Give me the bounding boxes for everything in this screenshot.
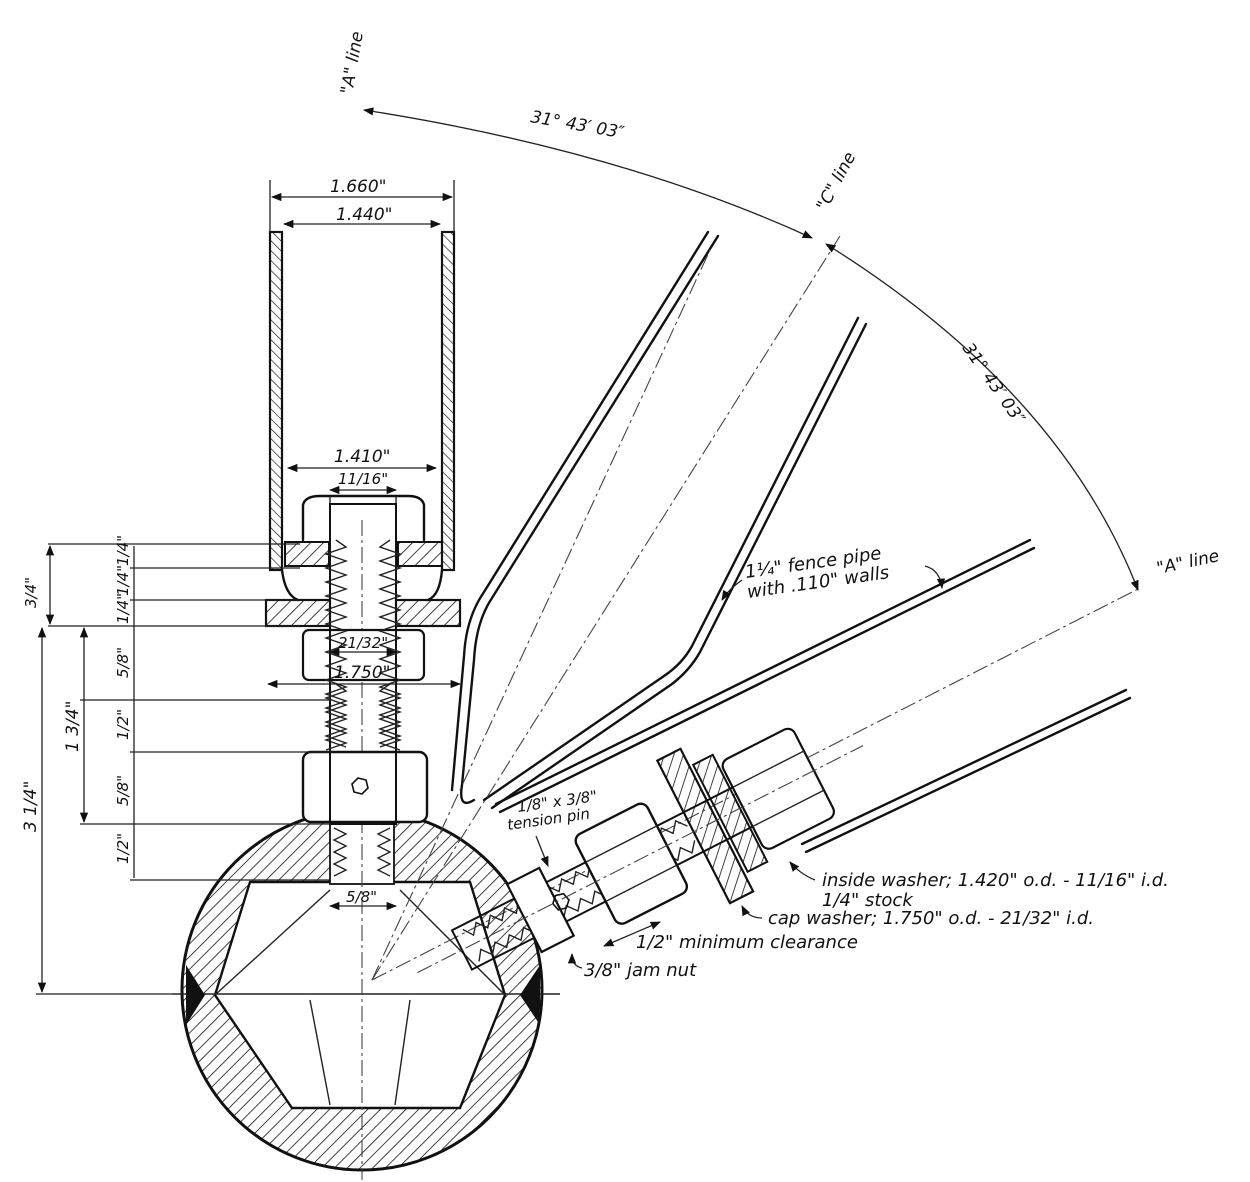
inner-nut (301, 494, 426, 542)
leader-fence-pipe-2 (924, 565, 946, 590)
angle-arcs (362, 107, 1139, 591)
leader-clearance (603, 921, 661, 947)
label-span-total: 3 1/4" (21, 781, 41, 832)
label-a-line-top: "A" line (337, 30, 368, 96)
angled-pipes (371, 230, 1141, 981)
label-pipe-id: 1.440" (336, 205, 393, 225)
pipe-dimensions (266, 180, 462, 911)
pipe-wall-left (268, 230, 284, 572)
bore-line-3 (309, 999, 331, 1106)
rod-threads-left (323, 539, 349, 751)
coupling-nut (301, 750, 429, 824)
label-quarter-2: 1/4" (114, 565, 132, 596)
label-c-line: "C" line (813, 149, 861, 215)
label-angle-lower: 31° 43′ 03″ (958, 339, 1029, 428)
label-outer-top: 3/4" (22, 577, 40, 608)
label-quarter-1: 1/4" (114, 535, 132, 566)
label-quarter-3: 1/4" (114, 593, 132, 624)
label-coupler: 5/8" (114, 775, 132, 806)
lower-pipe-wall-top (498, 546, 1036, 814)
ball-top-threads (332, 827, 392, 877)
a-line-centerline (371, 587, 1141, 981)
ball-hub (172, 520, 560, 1180)
arc-upper (362, 107, 813, 239)
label-nut-height: 5/8" (114, 647, 132, 678)
c-line-centerline (371, 235, 841, 981)
label-clearance: 1/2" minimum clearance (636, 932, 858, 953)
leader-inside-washer (789, 861, 816, 881)
inner-nut-flat-a (732, 750, 805, 788)
upper-pipe-inner-wall-2 (482, 316, 860, 802)
weld-left (186, 965, 205, 1025)
inside-washer-right (397, 541, 443, 567)
label-cap-id: 21/32" (338, 634, 388, 652)
label-washer-id: 11/16" (338, 470, 388, 488)
leader-fence-pipe (721, 579, 743, 601)
label-washer-od: 1.410" (334, 447, 391, 467)
leader-tension-pin (535, 835, 549, 867)
cap-washer-right (394, 598, 462, 628)
tension-pin-hole-vertical (351, 777, 369, 795)
stack-dimensions (36, 543, 330, 995)
angled-bolt-assembly (417, 727, 864, 974)
label-bottom-gap: 1/2" (114, 833, 132, 864)
bore-line-4 (394, 999, 411, 1106)
label-cap-od: 1.750" (334, 663, 391, 683)
callout-leaders (535, 565, 946, 969)
label-pipe-od: 1.660" (330, 177, 387, 197)
label-span-mid: 1 3/4" (63, 701, 83, 752)
label-inside-washer-2: 1/4" stock (822, 890, 914, 911)
vertical-assembly (264, 230, 462, 825)
leader-cap-washer (741, 905, 763, 919)
upper-pipe-outer-wall (460, 234, 720, 805)
tension-pin-hole-angled (551, 892, 570, 911)
inside-washer-left (284, 541, 330, 567)
label-cap-washer: cap washer; 1.750" o.d. - 21/32" i.d. (768, 908, 1094, 929)
angled-nut-flat-1 (585, 825, 658, 863)
label-a-line-right: "A" line (1155, 546, 1221, 579)
bore-line-1 (214, 889, 331, 996)
upper-pipe-outer-wall-inner (450, 230, 710, 792)
weld-right (520, 965, 540, 1025)
angled-nut-flat-2 (605, 864, 678, 903)
lower-pipe-wall-bottom-2 (800, 688, 1128, 846)
inner-nut-flat-b (752, 789, 825, 828)
leader-jam-nut (567, 952, 583, 969)
pipe-centerline-upper (371, 249, 711, 981)
lower-pipe-wall-bottom (804, 696, 1132, 854)
pipe-wall-right (440, 230, 456, 572)
angled-bolt-centerline (417, 745, 864, 974)
label-inside-washer-1: inside washer; 1.420" o.d. - 11/16" i.d. (822, 870, 1169, 891)
upper-pipe-inner-wall (490, 322, 868, 810)
label-jam-nut: 3/8" jam nut (584, 960, 697, 981)
rod-threads-right (377, 539, 403, 751)
label-rod: 5/8" (346, 888, 377, 906)
cap-washer-left (264, 598, 332, 628)
label-angle-upper: 31° 43′ 03″ (529, 107, 626, 143)
arc-lower (825, 243, 1139, 591)
label-gap: 1/2" (114, 709, 132, 740)
